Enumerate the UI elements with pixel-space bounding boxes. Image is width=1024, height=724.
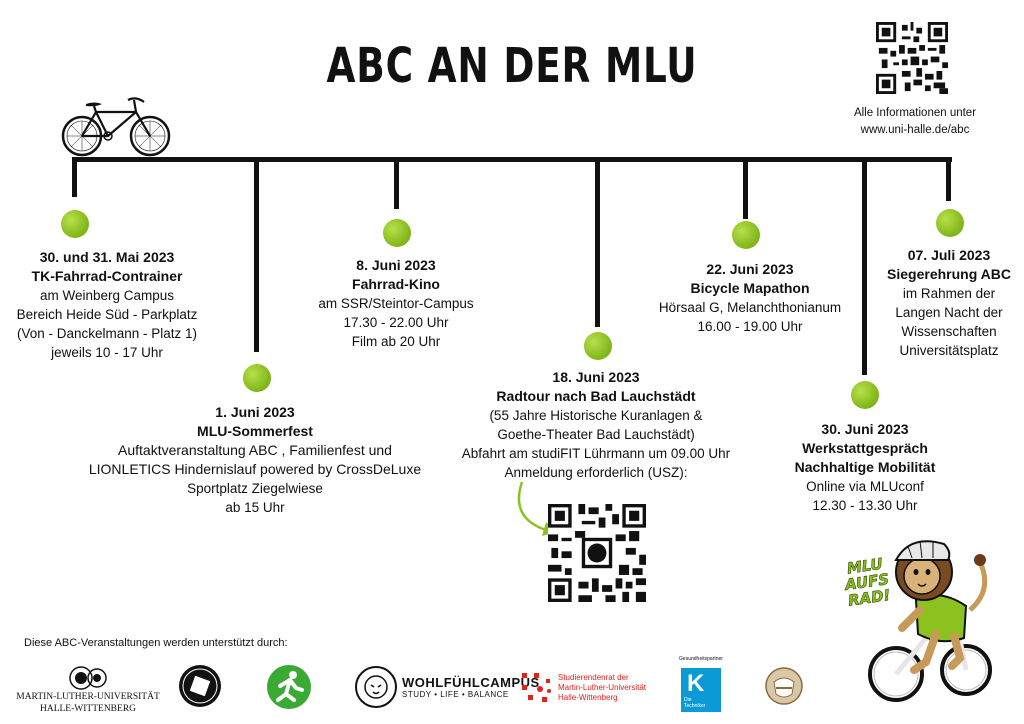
event-detail: Film ab 20 Uhr	[351, 334, 441, 349]
event-name: Siegerehrung ABC	[887, 266, 1011, 282]
timeline-dot	[383, 219, 411, 247]
event-detail: LIONLETICS Hindernislauf powered by Cros…	[88, 461, 422, 477]
event-detail: jeweils 10 - 17 Uhr	[51, 345, 163, 360]
page-title: ABC AN DER MLU	[326, 38, 698, 94]
event-detail: Anmeldung erforderlich (USZ):	[504, 465, 688, 480]
sport-runner-logo	[267, 665, 311, 709]
qr-code-info[interactable]	[876, 22, 948, 94]
event-detail: Auftaktveranstaltung ABC , Familienfest …	[118, 442, 392, 458]
event-date: 07. Juli 2023	[907, 247, 991, 263]
timeline-bar	[72, 157, 952, 162]
timeline-stem	[946, 157, 951, 201]
event-fahrrad-kino: 8. Juni 2023 Fahrrad-Kino am SSR/Steinto…	[296, 256, 496, 351]
wohlfuehl-sub: STUDY • LIFE • BALANCE	[402, 690, 509, 699]
stura-line: Halle-Wittenberg	[558, 693, 618, 702]
event-detail: am Weinberg Campus	[39, 288, 175, 303]
event-name: Bicycle Mapathon	[690, 280, 810, 296]
unisport-logo	[179, 665, 221, 707]
mlu-name: MARTIN-LUTHER-UNIVERSITÄT HALLE-WITTENBE…	[16, 691, 160, 715]
event-detail: im Rahmen der	[902, 286, 996, 301]
mlu-logo: MARTIN-LUTHER-UNIVERSITÄT HALLE-WITTENBE…	[16, 662, 160, 718]
event-name: MLU-Sommerfest	[197, 423, 313, 439]
timeline-dot	[243, 364, 271, 392]
event-date: 8. Juni 2023	[356, 257, 436, 273]
support-text: Diese ABC-Veranstaltungen werden unterst…	[24, 637, 288, 649]
event-detail: 17.30 - 22.00 Uhr	[343, 315, 449, 330]
timeline-dot	[61, 210, 89, 238]
stura-line: Studierendenrat der	[558, 673, 629, 682]
stura-line: Martin-Luther-Universität	[558, 683, 647, 692]
event-name: Werkstattgespräch	[802, 440, 928, 456]
event-werkstattgespraech: 30. Juni 2023 Werkstattgespräch Nachhalt…	[770, 420, 960, 515]
timeline-stem	[72, 157, 77, 197]
event-name: Radtour nach Bad Lauchstädt	[496, 388, 696, 404]
mlu-name-line: HALLE-WITTENBERG	[39, 704, 137, 714]
tk-k-icon: K	[687, 670, 705, 697]
timeline-stem	[743, 157, 748, 219]
tk-partner-label: Gesundheitspartner	[679, 656, 723, 662]
wohlfuehl-title: WOHLFÜHLCAMPUS	[402, 675, 540, 690]
event-detail: Sportplatz Ziegelwiese	[187, 481, 323, 496]
timeline-dot	[936, 209, 964, 237]
crossdeluxe-logo	[765, 667, 803, 705]
info-text: Alle Informationen unter www.uni-halle.d…	[840, 105, 990, 139]
mlu-name-line: MARTIN-LUTHER-UNIVERSITÄT	[16, 692, 160, 702]
event-detail: Wissenschaften	[901, 324, 997, 339]
stura-logo: Studierendenrat der Martin-Luther-Univer…	[520, 668, 646, 708]
event-name: Fahrrad-Kino	[352, 276, 440, 292]
mascot-slogan: MLU AUFS RAD!	[843, 554, 892, 610]
tk-badge: K Die Techniker	[681, 668, 721, 712]
event-detail: Abfahrt am studiFIT Lührmann um 09.00 Uh…	[461, 446, 731, 461]
event-detail: Universitätsplatz	[899, 343, 999, 358]
wohlfuehlcampus-logo: WOHLFÜHLCAMPUS STUDY • LIFE • BALANCE	[354, 664, 540, 710]
event-detail: Hörsaal G, Melanchthonianum	[658, 300, 842, 315]
mlu-seal-icon	[69, 666, 107, 690]
event-tk-fahrrad-contrainer: 30. und 31. Mai 2023 TK-Fahrrad-Contrain…	[2, 248, 212, 362]
sponsor-logos: MARTIN-LUTHER-UNIVERSITÄT HALLE-WITTENBE…	[0, 656, 1024, 720]
event-detail: 12.30 - 13.30 Uhr	[812, 498, 918, 513]
event-detail: (55 Jahre Historische Kuranlagen &	[489, 408, 703, 423]
event-detail: am SSR/Steintor-Campus	[318, 296, 474, 311]
timeline-dot	[732, 221, 760, 249]
timeline-dot	[584, 332, 612, 360]
qr-code-registration[interactable]	[548, 504, 646, 602]
event-date: 22. Juni 2023	[706, 261, 794, 277]
info-url[interactable]: www.uni-halle.de/abc	[860, 124, 970, 136]
timeline-stem	[394, 157, 399, 209]
event-detail: (Von - Danckelmann - Platz 1)	[16, 326, 198, 341]
timeline-stem	[595, 157, 600, 327]
event-siegerehrung: 07. Juli 2023 Siegerehrung ABC im Rahmen…	[874, 246, 1024, 360]
event-radtour: 18. Juni 2023 Radtour nach Bad Lauchstäd…	[450, 368, 742, 482]
stura-dots-icon	[522, 673, 551, 702]
timeline-stem	[254, 157, 259, 352]
event-date: 30. und 31. Mai 2023	[39, 249, 175, 265]
tk-name: Die Techniker	[684, 697, 706, 709]
timeline-stem	[862, 157, 867, 375]
event-name: Nachhaltige Mobilität	[794, 459, 936, 475]
lion-cyclist-mascot	[868, 540, 992, 702]
info-line: Alle Informationen unter	[853, 107, 977, 119]
event-detail: Online via MLUconf	[806, 479, 924, 494]
event-mlu-sommerfest: 1. Juni 2023 MLU-Sommerfest Auftaktveran…	[70, 403, 440, 517]
tk-logo: Gesundheitspartner K Die Techniker	[676, 656, 726, 712]
event-date: 18. Juni 2023	[552, 369, 640, 385]
timeline-dot	[851, 381, 879, 409]
event-detail: 16.00 - 19.00 Uhr	[697, 319, 803, 334]
event-detail: Langen Nacht der	[895, 305, 1003, 320]
bicycle-icon	[61, 97, 171, 157]
event-date: 30. Juni 2023	[821, 421, 909, 437]
event-detail: Goethe-Theater Bad Lauchstädt)	[497, 427, 695, 442]
event-detail: ab 15 Uhr	[225, 500, 285, 515]
event-detail: Bereich Heide Süd - Parkplatz	[16, 307, 198, 322]
event-bicycle-mapathon: 22. Juni 2023 Bicycle Mapathon Hörsaal G…	[640, 260, 860, 336]
lion-head-icon	[355, 666, 397, 708]
event-date: 1. Juni 2023	[215, 404, 295, 420]
event-name: TK-Fahrrad-Contrainer	[31, 268, 183, 284]
